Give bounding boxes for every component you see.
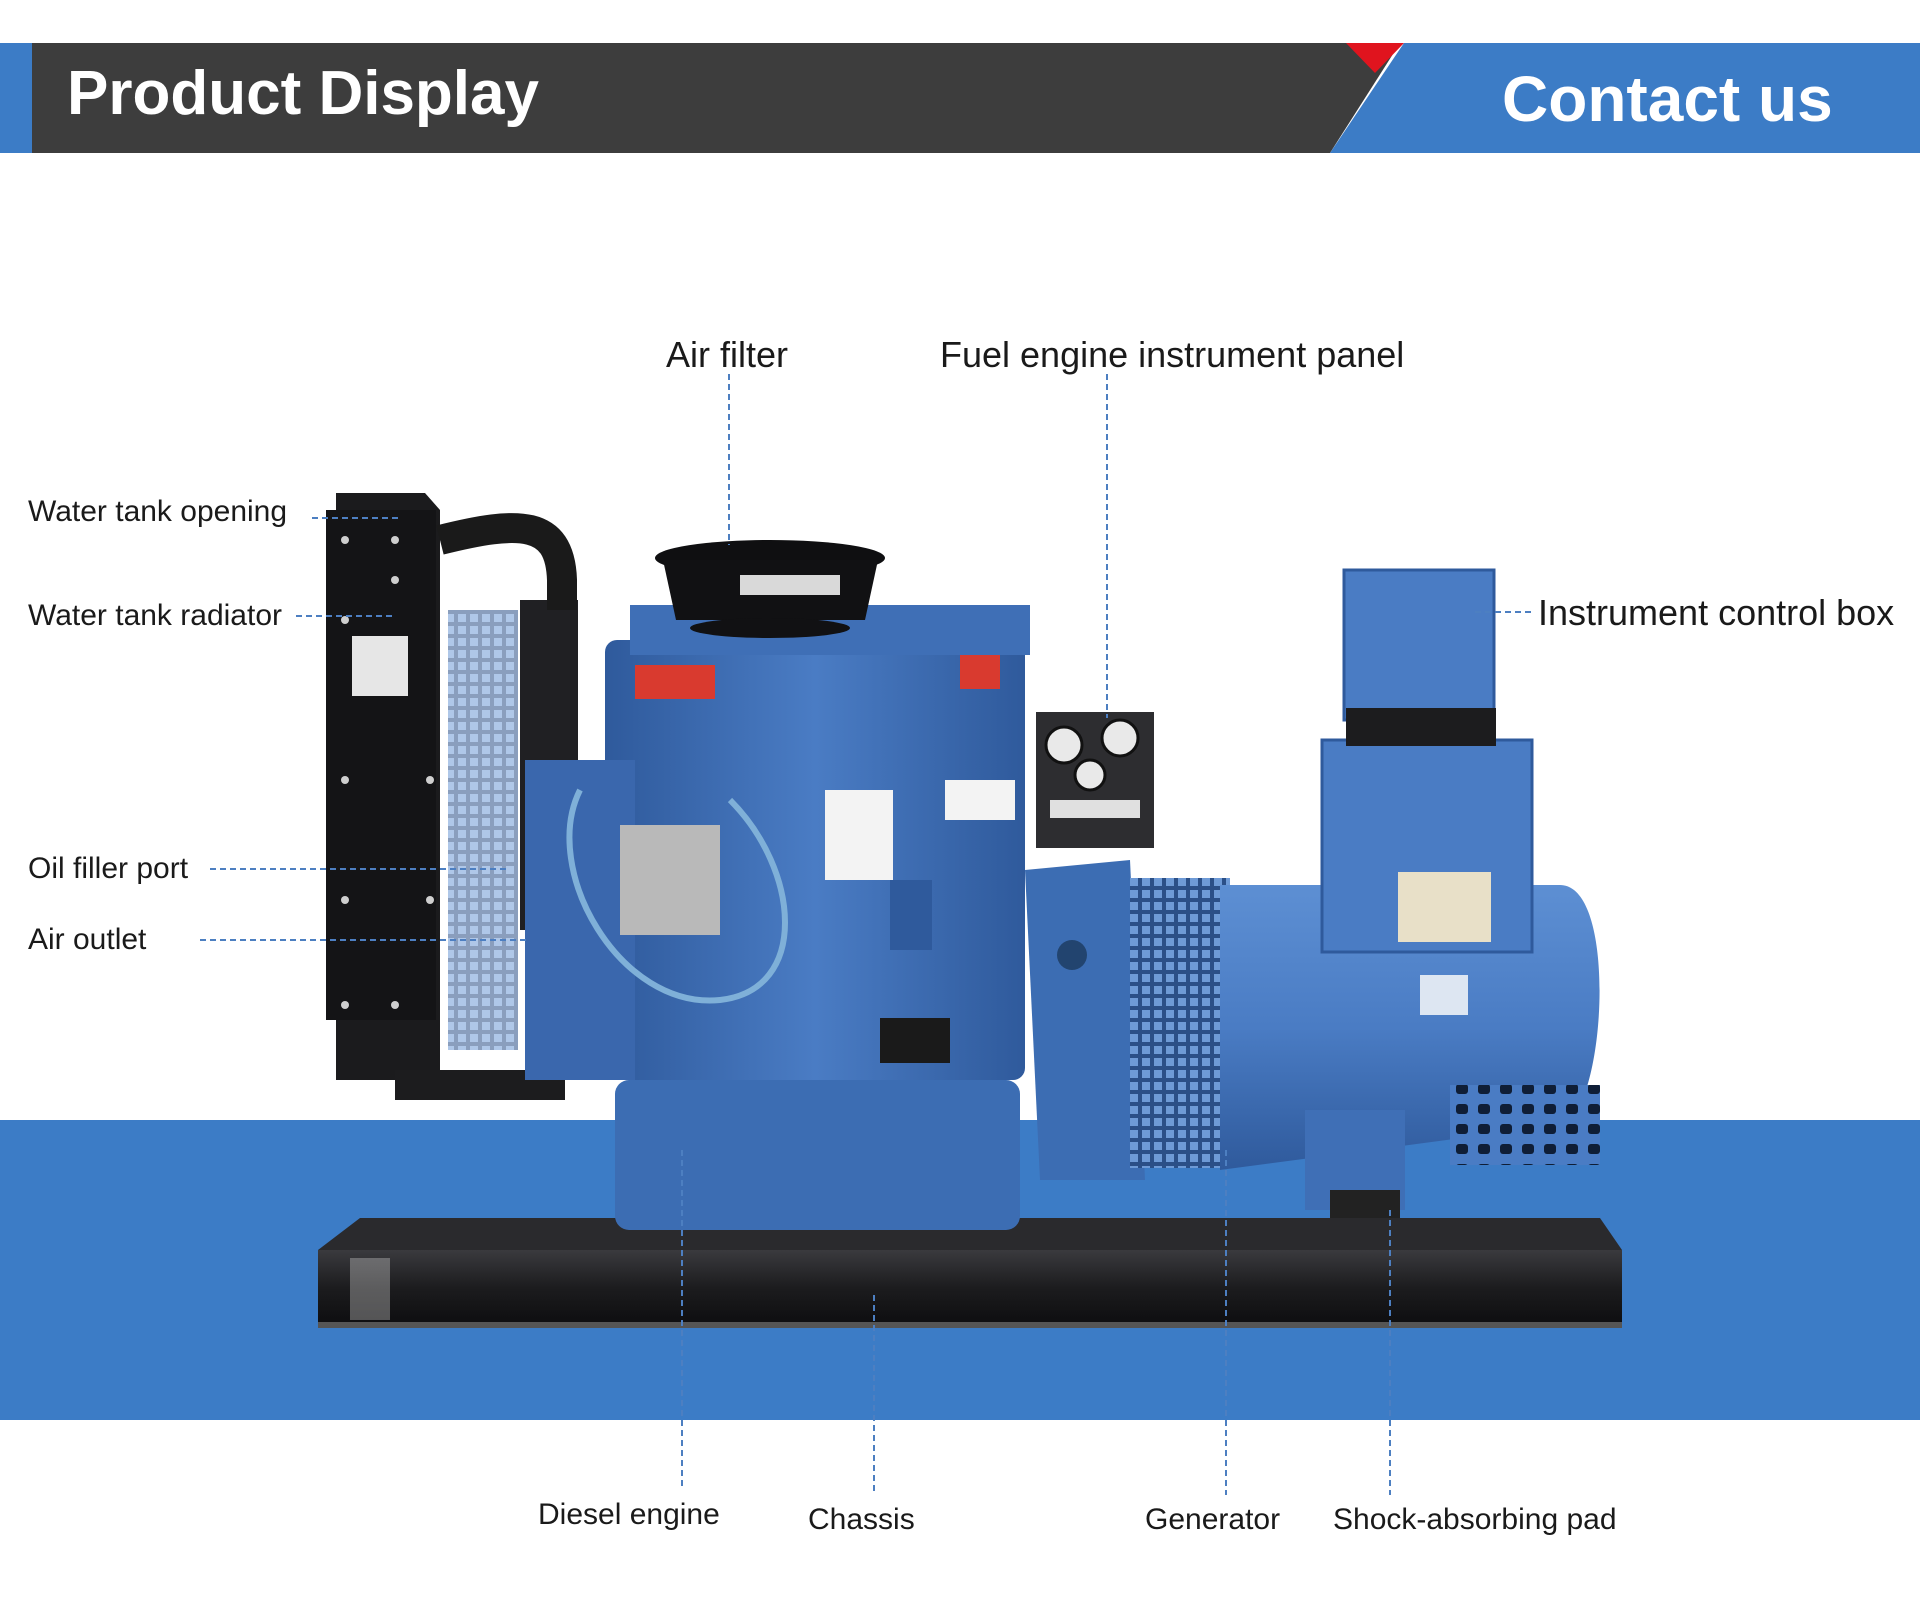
air-filter	[655, 540, 885, 638]
flywheel-housing	[1025, 860, 1145, 1180]
header-left-blue-strip	[0, 43, 32, 153]
header-dark-bar	[32, 43, 1400, 153]
label-generator: Generator	[1145, 1503, 1281, 1536]
diesel-engine-block	[525, 605, 1030, 1230]
product-display-title: Product Display	[67, 59, 539, 128]
label-shock-absorbing-pad: Shock-absorbing pad	[1333, 1503, 1617, 1536]
header-blue-bar	[1330, 43, 1920, 153]
label-air-filter: Air filter	[666, 334, 789, 375]
label-diesel-engine: Diesel engine	[538, 1498, 720, 1531]
fuel-engine-instrument-panel	[1036, 712, 1154, 848]
label-water-tank-radiator: Water tank radiator	[28, 599, 282, 632]
callout-leader-lines	[200, 374, 1535, 1495]
water-tank-radiator	[326, 493, 578, 1100]
label-water-tank-opening: Water tank opening	[28, 495, 288, 528]
label-fuel-engine-instrument-panel: Fuel engine instrument panel	[940, 334, 1405, 375]
label-air-outlet: Air outlet	[28, 923, 147, 956]
label-chassis: Chassis	[808, 1503, 915, 1536]
chassis	[318, 1218, 1622, 1328]
header-shapes	[0, 43, 1920, 153]
label-instrument-control-box: Instrument control box	[1538, 592, 1895, 633]
label-oil-filler-port: Oil filler port	[28, 852, 189, 885]
generator	[1130, 878, 1600, 1210]
radiator-hose	[436, 513, 577, 610]
shock-absorbing-pad	[1330, 1190, 1400, 1218]
header-banner: Product Display Contact us	[0, 43, 1920, 153]
instrument-control-box	[1320, 568, 1534, 954]
header-red-accent	[1346, 43, 1404, 73]
contact-us-link[interactable]: Contact us	[1502, 63, 1833, 135]
